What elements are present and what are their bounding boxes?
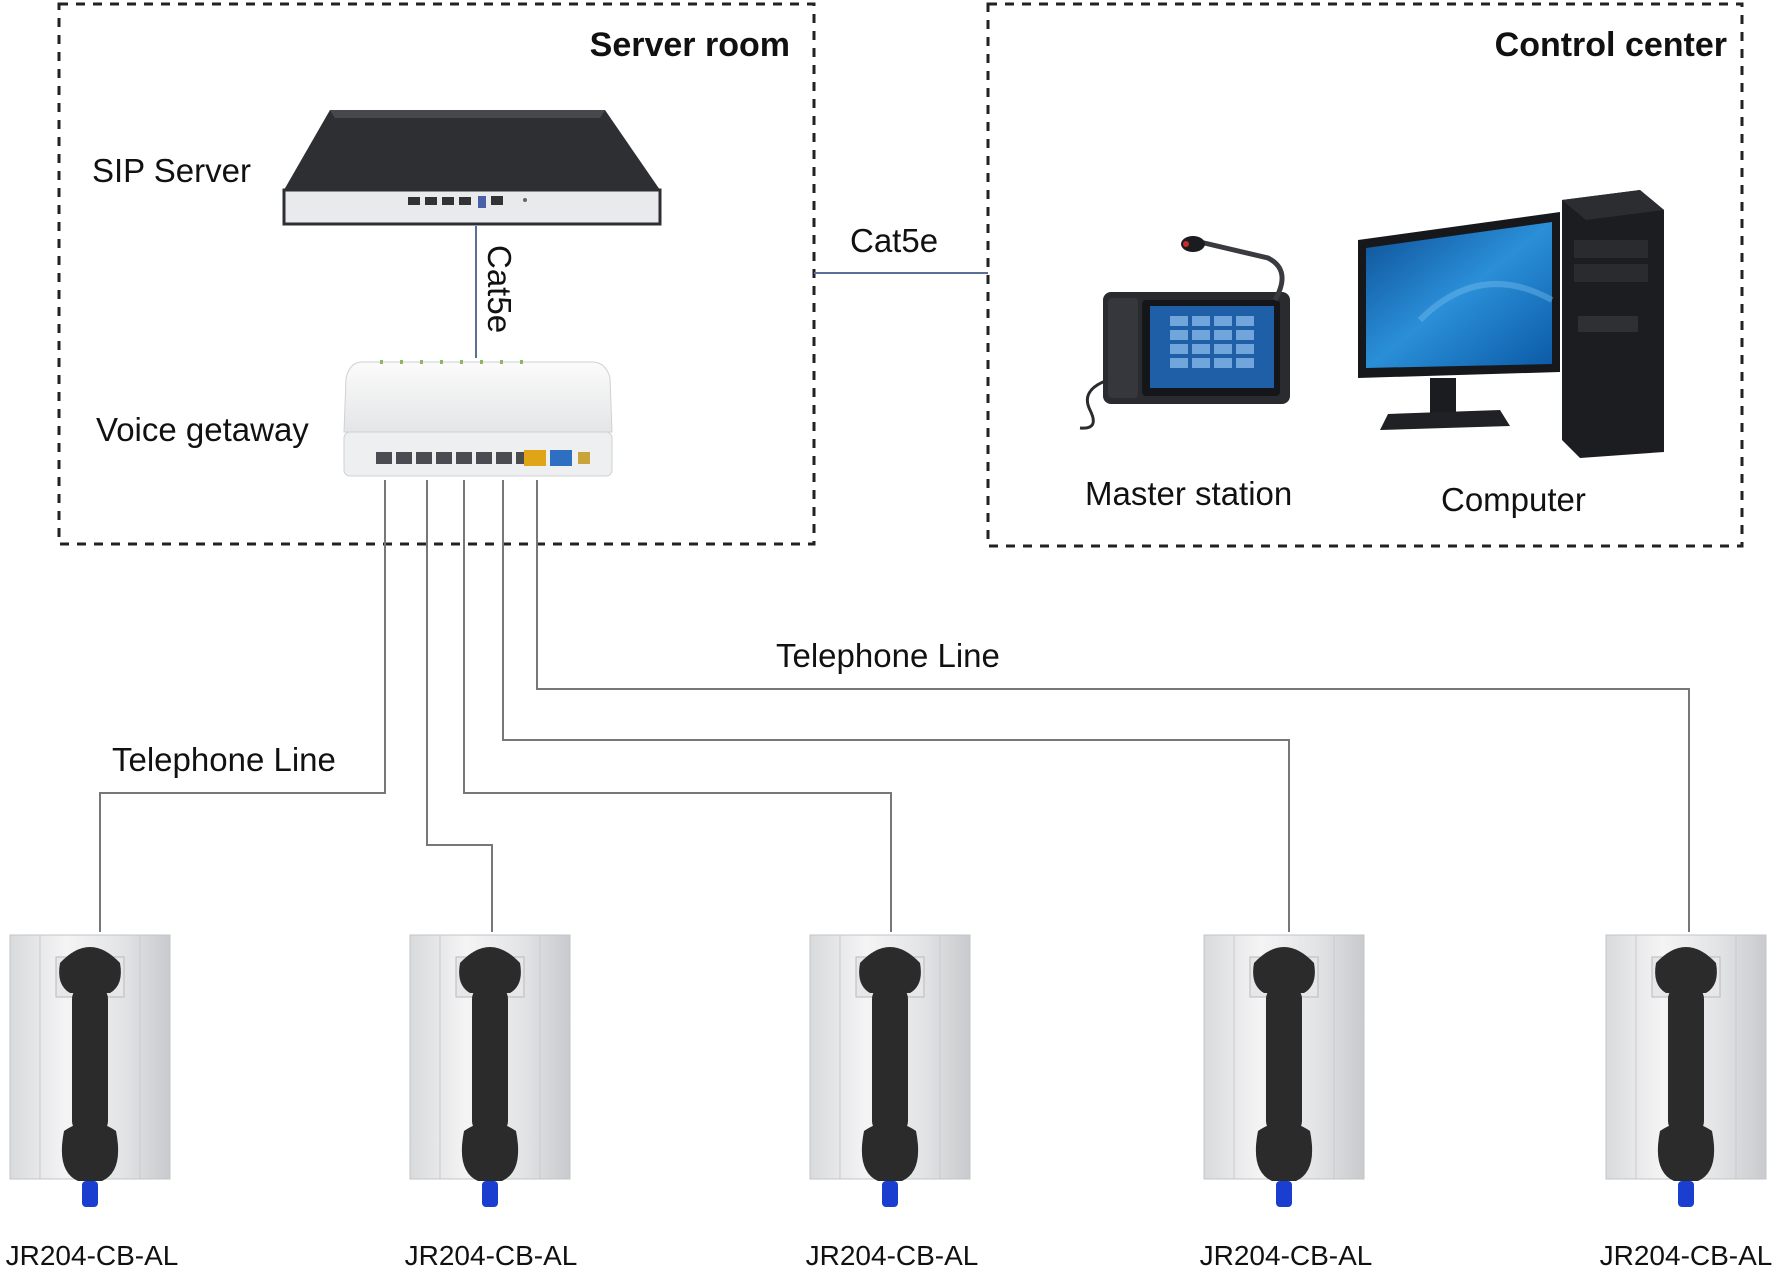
- phone-3: [809, 934, 971, 1208]
- sip-server-label: SIP Server: [92, 152, 251, 189]
- phone-5: [1605, 934, 1767, 1208]
- computer-label: Computer: [1441, 481, 1586, 518]
- server-room-title: Server room: [590, 26, 790, 64]
- phone-label: JR204-CB-AL: [806, 1240, 979, 1271]
- cat5e-label-horizontal: Cat5e: [850, 222, 938, 259]
- master-station-icon: [1079, 236, 1290, 430]
- cat5e-label-vertical: Cat5e: [481, 245, 518, 333]
- phone-label: JR204-CB-AL: [6, 1240, 179, 1271]
- phone-2: [409, 934, 571, 1208]
- computer-icon: [1358, 190, 1664, 458]
- master-station-label: Master station: [1085, 475, 1292, 512]
- phone-label: JR204-CB-AL: [1200, 1240, 1373, 1271]
- control-center-title: Control center: [1495, 26, 1727, 64]
- handset-phone-icon: [809, 934, 971, 1208]
- telephone-line-label-right: Telephone Line: [776, 637, 1000, 674]
- phone-label: JR204-CB-AL: [405, 1240, 578, 1271]
- control-center-zone: [986, 2, 1744, 548]
- handset-phone-icon: [409, 934, 571, 1208]
- telephone-line-label-left: Telephone Line: [112, 741, 336, 778]
- handset-phone-icon: [9, 934, 171, 1208]
- phone-4: [1203, 934, 1365, 1208]
- telephone-lines: [99, 480, 1690, 932]
- telephone-line-3: [463, 480, 892, 932]
- telephone-line-2: [426, 480, 493, 932]
- phone-label: JR204-CB-AL: [1600, 1240, 1773, 1271]
- handset-phone-icon: [1605, 934, 1767, 1208]
- voice-gateway-label: Voice getaway: [96, 411, 309, 448]
- telephone-line-4: [502, 480, 1290, 932]
- sip-server-icon: [282, 110, 662, 226]
- telephone-line-5: [536, 480, 1690, 932]
- handset-phone-icon: [1203, 934, 1365, 1208]
- telephone-line-1: [99, 480, 386, 932]
- voice-gateway-icon: [343, 360, 613, 477]
- phone-1: [9, 934, 171, 1208]
